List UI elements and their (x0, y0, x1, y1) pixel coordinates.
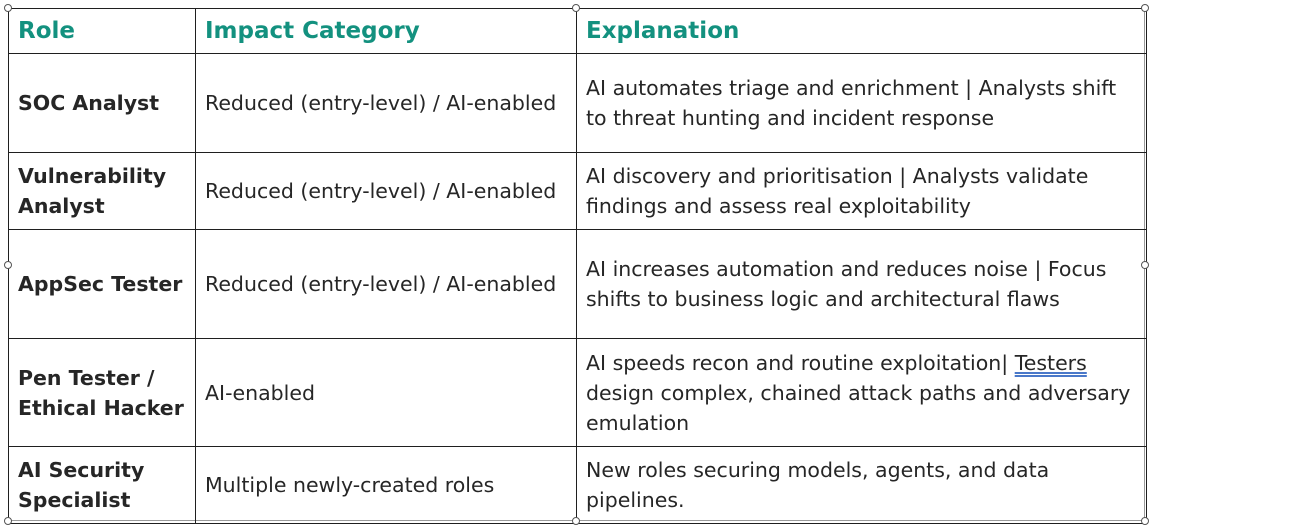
table-header-row: Role Impact Category Explanation (8, 8, 1147, 54)
resize-handle-middle-left[interactable] (4, 261, 12, 269)
cell-role[interactable]: Pen Tester / Ethical Hacker (8, 338, 196, 447)
resize-handle-top-left[interactable] (4, 4, 12, 12)
cell-explanation[interactable]: AI increases automation and reduces nois… (576, 229, 1147, 339)
header-impact-category[interactable]: Impact Category (195, 8, 577, 54)
table-row: SOC Analyst Reduced (entry-level) / AI-e… (8, 53, 1147, 153)
roles-impact-table: Role Impact Category Explanation SOC Ana… (8, 8, 1147, 524)
cell-explanation[interactable]: AI automates triage and enrichment | Ana… (576, 53, 1147, 153)
cell-role[interactable]: SOC Analyst (8, 53, 196, 153)
resize-handle-bottom-left[interactable] (4, 517, 12, 525)
cell-impact[interactable]: Multiple newly-created roles (195, 446, 577, 524)
table-row: Vulnerability Analyst Reduced (entry-lev… (8, 152, 1147, 230)
table-row: Pen Tester / Ethical Hacker AI-enabled A… (8, 338, 1147, 447)
cell-explanation[interactable]: AI speeds recon and routine exploitation… (576, 338, 1147, 447)
resize-handle-top-right[interactable] (1141, 4, 1149, 12)
explanation-text: design complex, chained attack paths and… (586, 380, 1131, 435)
header-explanation[interactable]: Explanation (576, 8, 1147, 54)
cell-impact[interactable]: Reduced (entry-level) / AI-enabled (195, 152, 577, 230)
cell-role[interactable]: AI Security Specialist (8, 446, 196, 524)
cell-impact[interactable]: AI-enabled (195, 338, 577, 447)
resize-handle-middle-right[interactable] (1141, 261, 1149, 269)
table-row: AI Security Specialist Multiple newly-cr… (8, 446, 1147, 524)
cell-impact[interactable]: Reduced (entry-level) / AI-enabled (195, 229, 577, 339)
cell-impact[interactable]: Reduced (entry-level) / AI-enabled (195, 53, 577, 153)
cell-role[interactable]: Vulnerability Analyst (8, 152, 196, 230)
spellcheck-flagged-word[interactable]: Testers (1014, 350, 1087, 375)
resize-handle-bottom-right[interactable] (1141, 517, 1149, 525)
resize-handle-bottom-center[interactable] (572, 517, 580, 525)
resize-handle-top-center[interactable] (572, 4, 580, 12)
header-role[interactable]: Role (8, 8, 196, 54)
table-row: AppSec Tester Reduced (entry-level) / AI… (8, 229, 1147, 339)
cell-explanation[interactable]: AI discovery and prioritisation | Analys… (576, 152, 1147, 230)
cell-role[interactable]: AppSec Tester (8, 229, 196, 339)
cell-explanation[interactable]: New roles securing models, agents, and d… (576, 446, 1147, 524)
explanation-text: AI speeds recon and routine exploitation… (586, 350, 1015, 375)
